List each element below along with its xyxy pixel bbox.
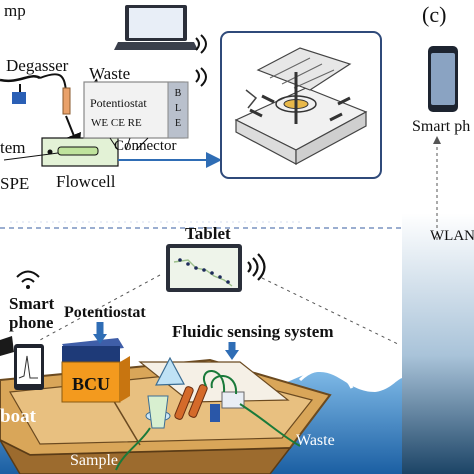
wifi-icon-tablet: [247, 253, 266, 281]
wifi-icon-ble: [195, 67, 207, 87]
smartphone-c-screen: [431, 53, 455, 105]
panel-c-label: (c): [422, 2, 447, 27]
bcu-label: BCU: [72, 374, 111, 394]
flowcell-3d-view: [220, 31, 382, 179]
degasser-tube: [39, 73, 67, 110]
inlet-tube: [0, 75, 41, 83]
degasser-icon: [12, 92, 26, 104]
wifi-icon-phone: [16, 270, 40, 289]
degasser-label: Degasser: [6, 56, 69, 75]
tablet-wlan-link: [261, 277, 401, 346]
waste-label-bottom: Waste: [296, 432, 335, 449]
potentiostat-label-bottom: Potentiostat: [64, 304, 146, 321]
ble-label: B L E: [174, 88, 182, 129]
fluidic-sensing-label: Fluidic sensing system: [172, 322, 334, 341]
smart-label: Smart: [9, 294, 55, 313]
potentiostat-box: [62, 338, 124, 362]
pump-label-fragment: mp: [4, 1, 26, 20]
smartphone-icon: [14, 344, 44, 390]
tablet-phone-link: [39, 274, 161, 341]
wlan-label: WLAN: [430, 228, 474, 244]
smart-phone-label-c: Smart ph: [412, 118, 471, 135]
boat-label-fragment: boat: [0, 406, 36, 427]
wlan-arrowhead: [433, 136, 441, 144]
bcu-box: [61, 356, 130, 403]
flowcell-label: Flowcell: [56, 172, 116, 191]
tube-fitting: [62, 87, 71, 115]
fluidic-sensing-system: [138, 356, 290, 429]
potentiostat-device: [83, 81, 189, 139]
wave-crest: [298, 368, 354, 389]
waste-label-top: Waste: [89, 64, 131, 83]
potentiostat-label-top: Potentiostat: [90, 96, 147, 110]
laptop-icon: [114, 5, 198, 50]
connector-label: Connector: [114, 138, 177, 154]
tablet-label: Tablet: [185, 224, 231, 243]
tablet-icon: [166, 244, 242, 292]
spe-label-fragment: SPE: [0, 174, 30, 193]
wifi-icon-laptop: [195, 34, 207, 54]
sample-tube: [115, 427, 151, 471]
flowcell-icon: [3, 137, 119, 167]
sample-label: Sample: [70, 452, 118, 469]
boat-motor: [0, 336, 14, 356]
electrode-labels: WE CE RE: [91, 117, 142, 129]
phone-label: phone: [9, 313, 54, 332]
waste-tube: [239, 403, 301, 447]
system-label-fragment: tem: [0, 138, 26, 157]
